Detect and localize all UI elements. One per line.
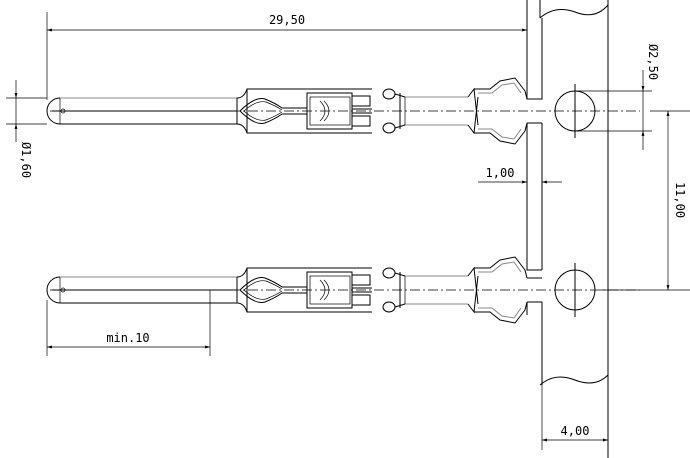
svg-text:Ø1,60: Ø1,60 — [19, 142, 33, 178]
dimension-pin-diameter: Ø1,60 — [6, 80, 47, 178]
dimension-carrier-gap: 1,00 — [478, 125, 562, 190]
svg-text:11,00: 11,00 — [673, 182, 687, 218]
svg-text:29,50: 29,50 — [269, 13, 305, 27]
carrier-strip — [526, 0, 609, 458]
dimension-overall-length: 29,50 — [46, 12, 527, 100]
dimension-min-length: min.10 — [46, 290, 211, 356]
dimension-carrier-width: 4,00 — [542, 424, 608, 442]
dimension-hole-diameter: Ø2,50 — [575, 44, 660, 150]
svg-text:1,00: 1,00 — [486, 166, 515, 180]
contact-pin-bottom — [46, 256, 641, 324]
svg-text:min.10: min.10 — [106, 331, 149, 345]
svg-text:Ø2,50: Ø2,50 — [646, 44, 660, 80]
dimension-pitch: 11,00 — [600, 110, 690, 291]
contact-pin-top — [46, 77, 641, 145]
svg-text:4,00: 4,00 — [561, 424, 590, 438]
